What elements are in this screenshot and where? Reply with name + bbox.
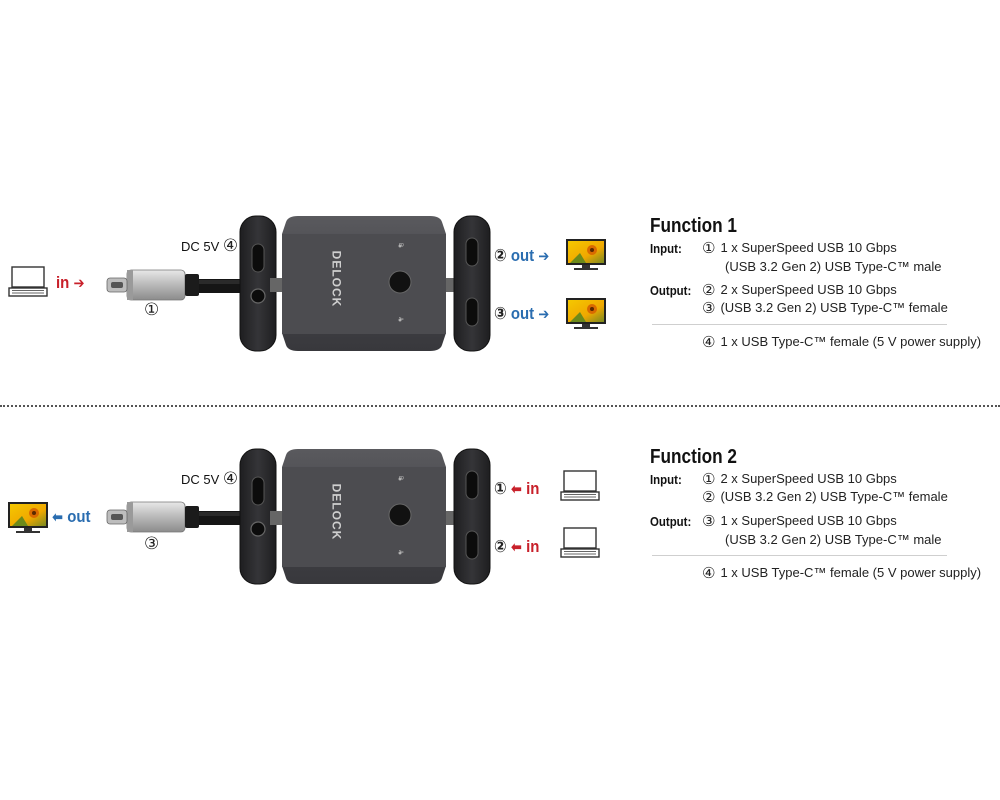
out-label-text: out [510,304,535,323]
callout-number: ② [494,537,507,557]
dc-label: DC 5V ④ [181,471,238,488]
output-label: Output: [650,514,692,529]
out-label-2: ③ out ➔ [494,304,549,324]
spec-text: (USB 3.2 Gen 2) USB Type-C™ male [725,259,942,274]
callout-number: ④ [702,564,716,582]
in-label: in ➔ [56,273,85,293]
callout-number: ③ [144,534,160,554]
spec-text: 2 x SuperSpeed USB 10 Gbps [720,282,897,297]
spec-line: ② 2 x SuperSpeed USB 10 Gbps [702,281,897,299]
spec-line: ① 1 x SuperSpeed USB 10 Gbps [702,239,897,257]
callout-number: ④ [222,236,239,256]
input-label: Input: [650,241,682,256]
spec-text: 2 x SuperSpeed USB 10 Gbps [720,471,897,486]
brand-logo-text: DELOCK [329,250,344,308]
callout-number: ③ [494,304,507,324]
left-arrow-icon: ⬅ [52,508,64,526]
spec-line: ② (USB 3.2 Gen 2) USB Type-C™ female [702,488,948,506]
right-arrow-icon: ➔ [73,274,85,292]
in-label-text: in [56,273,70,292]
input-label: Input: [650,472,682,487]
spec-text: (USB 3.2 Gen 2) USB Type-C™ female [720,300,948,315]
laptop-icon [560,470,600,501]
callout-number: ③ [702,512,716,530]
monitor-icon [566,239,606,270]
function-title: Function 2 [650,446,737,468]
spec-divider [652,324,947,325]
switch-mark-a: A [397,549,404,555]
function-title: Function 1 [650,215,737,237]
spec-line: ③ 1 x SuperSpeed USB 10 Gbps [702,512,897,530]
spec-text: 1 x USB Type-C™ female (5 V power supply… [720,565,982,580]
spec-line: (USB 3.2 Gen 2) USB Type-C™ male [725,259,942,274]
spec-text: 1 x SuperSpeed USB 10 Gbps [720,240,897,255]
output-label: Output: [650,283,692,298]
left-arrow-icon: ⬅ [510,538,522,556]
spec-line: ④ 1 x USB Type-C™ female (5 V power suppl… [702,564,982,582]
spec-text: 1 x USB Type-C™ female (5 V power supply… [720,334,982,349]
callout-number: ② [702,488,716,506]
dc-label-text: DC 5V [181,472,220,487]
left-arrow-icon: ⬅ [510,480,522,498]
in-label-text: in [526,479,540,498]
callout-number: ③ [702,299,716,317]
spec-line: ④ 1 x USB Type-C™ female (5 V power suppl… [702,333,982,351]
switch-mark-a: A [397,316,404,322]
spec-line: ③ (USB 3.2 Gen 2) USB Type-C™ female [702,299,948,317]
laptop-icon [560,527,600,558]
spec-text: 1 x SuperSpeed USB 10 Gbps [720,513,897,528]
spec-line: (USB 3.2 Gen 2) USB Type-C™ male [725,532,942,547]
in-label-2: ② ⬅ in [494,537,539,557]
out-label-text: out [67,507,91,526]
switch-mark-b: B [397,242,404,248]
brand-logo: DELOCK [316,246,376,316]
right-arrow-icon: ➔ [538,305,550,323]
dc-label: DC 5V ④ [181,238,238,255]
usb-c-plug-icon [106,501,258,533]
callout-number: ④ [222,469,239,489]
callout-number: ② [494,246,507,266]
out-label: ⬅ out [52,507,91,527]
brand-logo-text: DELOCK [329,483,344,541]
switch-mark-b: B [397,475,404,481]
monitor-icon [566,298,606,329]
dc-label-text: DC 5V [181,239,220,254]
callout-number: ④ [702,333,716,351]
monitor-icon [8,502,48,533]
callout-number: ② [702,281,716,299]
callout-number: ① [144,300,160,320]
out-label-1: ② out ➔ [494,246,549,266]
callout-number: ① [702,239,716,257]
out-label-text: out [510,246,535,265]
callout-number: ① [494,479,507,499]
in-label-text: in [526,537,540,556]
usb-c-plug-icon [106,269,258,301]
right-arrow-icon: ➔ [538,247,550,265]
laptop-icon [8,266,48,297]
spec-line: ① 2 x SuperSpeed USB 10 Gbps [702,470,897,488]
callout-number: ① [702,470,716,488]
in-label-1: ① ⬅ in [494,479,539,499]
spec-divider [652,555,947,556]
spec-text: (USB 3.2 Gen 2) USB Type-C™ female [720,489,948,504]
section-divider [0,405,1000,407]
spec-text: (USB 3.2 Gen 2) USB Type-C™ male [725,532,942,547]
brand-logo: DELOCK [316,479,376,549]
